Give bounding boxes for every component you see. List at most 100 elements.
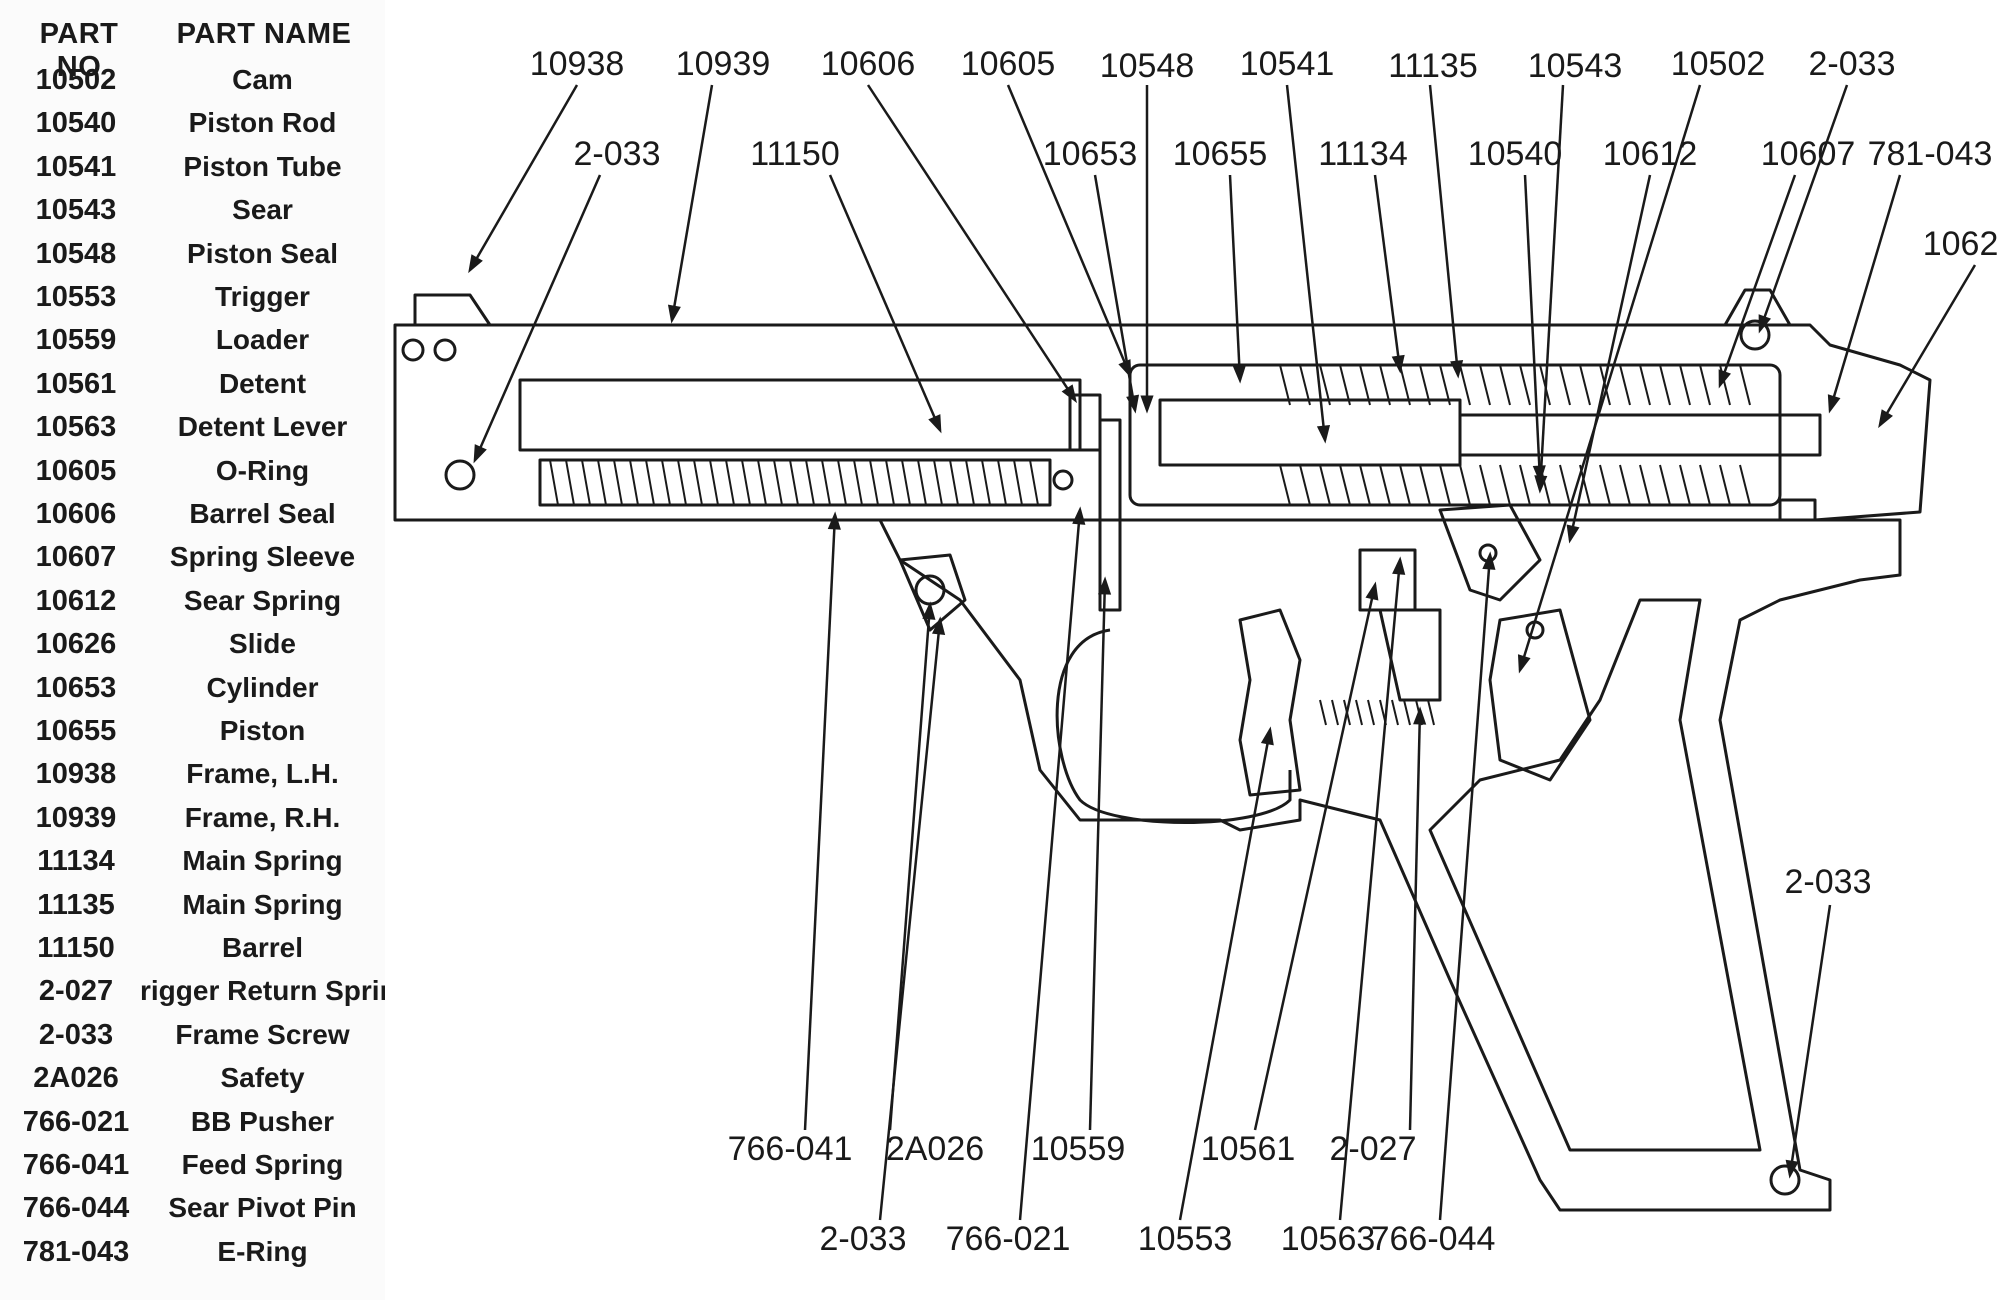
callout-label: 10655 xyxy=(1173,135,1268,173)
part-name: Cam xyxy=(232,64,293,95)
leader-arrowhead xyxy=(1365,581,1379,601)
part-number: 10563 xyxy=(35,411,117,444)
callout-label: 10606 xyxy=(821,45,916,83)
leader-arrowhead xyxy=(1450,359,1464,379)
part-name: Barrel xyxy=(222,932,303,963)
frame-screw-front xyxy=(1739,319,1771,351)
part-number: 10553 xyxy=(35,281,117,313)
rear-sight xyxy=(413,293,492,326)
part-name: O-Ring xyxy=(215,454,310,486)
vent-hole xyxy=(433,338,457,362)
callout-label: 10607 xyxy=(1761,135,1856,173)
part-name: Detent xyxy=(218,367,307,399)
part-name: Frame, R.H. xyxy=(184,801,341,833)
callout-label: 10561 xyxy=(1201,1130,1296,1168)
part-number: 11135 xyxy=(37,888,115,921)
part-row: 10612 Sear Spring xyxy=(0,585,385,628)
part-number: 10605 xyxy=(35,454,117,487)
leader-arrowhead xyxy=(931,616,946,636)
leader-line xyxy=(670,84,714,321)
part-name: Safety xyxy=(220,1062,305,1094)
leader-arrowhead xyxy=(468,254,483,274)
part-name: Slide xyxy=(229,628,296,660)
leader-arrowhead xyxy=(928,414,942,434)
cylinder-shape xyxy=(1128,363,1782,507)
callout-label: 10543 xyxy=(1528,47,1623,85)
part-number: 10612 xyxy=(35,584,117,617)
safety-lever xyxy=(898,553,967,632)
leader-line xyxy=(1758,84,1849,331)
part-number: 2-027 xyxy=(38,975,114,1008)
leader-arrowhead xyxy=(1827,394,1841,414)
leader-line xyxy=(1538,84,1565,491)
part-name: Sear xyxy=(232,194,293,226)
leader-line xyxy=(1373,174,1402,371)
leader-arrowhead xyxy=(1126,394,1140,414)
leader-line xyxy=(1408,709,1422,1131)
part-number: 10540 xyxy=(35,107,117,140)
part-name: E-Ring xyxy=(217,1235,308,1267)
part-name: Sear Pivot Pin xyxy=(168,1192,357,1224)
leader-arrowhead xyxy=(1316,424,1331,444)
frame-screw-rear xyxy=(444,459,476,491)
leader-arrowhead xyxy=(1140,395,1154,414)
leader-line xyxy=(1788,904,1832,1176)
part-number: 11134 xyxy=(37,845,115,878)
leader-line xyxy=(1088,579,1107,1131)
part-number: 10548 xyxy=(35,237,117,270)
callout-label: 766-021 xyxy=(946,1220,1071,1258)
trigger-shape xyxy=(1238,608,1302,797)
part-number: 2-033 xyxy=(38,1018,114,1051)
part-number: 781-043 xyxy=(22,1235,130,1268)
leader-line xyxy=(468,84,579,271)
part-name: Piston Seal xyxy=(187,237,338,269)
leader-line xyxy=(1518,84,1702,671)
part-name: Frame, L.H. xyxy=(186,758,339,790)
leader-arrowhead xyxy=(1072,506,1086,525)
frame-outline xyxy=(878,518,1902,1212)
front-sight xyxy=(1723,288,1792,326)
leader-lines xyxy=(468,84,1977,1221)
part-name: Sear Spring xyxy=(183,584,342,616)
callout-label: 781-043 xyxy=(1868,135,1993,173)
trigger-guard xyxy=(1055,628,1292,824)
slide-outline xyxy=(393,323,1932,522)
callout-label: 2-027 xyxy=(1330,1130,1417,1168)
part-name: Spring Sleeve xyxy=(169,541,356,573)
leader-line xyxy=(1285,84,1327,441)
callout-label: 2-033 xyxy=(574,135,661,173)
piston-rod-shape xyxy=(1458,413,1822,457)
leader-line xyxy=(866,84,1077,401)
leader-arrowhead xyxy=(667,304,681,324)
callout-label: 10559 xyxy=(1031,1130,1126,1168)
feed-spring-shape xyxy=(538,458,1052,507)
grip-inner xyxy=(1428,598,1762,1152)
detent-shape xyxy=(1358,548,1417,612)
part-number: 10543 xyxy=(35,194,117,227)
callout-label: 10553 xyxy=(1138,1220,1233,1258)
leader-arrowhead xyxy=(1517,654,1531,674)
detent-lever-shape xyxy=(1378,608,1442,702)
callout-label: 10939 xyxy=(676,45,771,83)
callout-label: 2-033 xyxy=(1809,45,1896,83)
leader-arrowhead xyxy=(1232,365,1246,384)
leader-arrowhead xyxy=(1061,384,1078,404)
piston-tube-shape xyxy=(1158,398,1462,467)
leader-line xyxy=(1093,174,1137,411)
leader-arrowhead xyxy=(1878,409,1893,429)
callout-label: 10540 xyxy=(1468,135,1563,173)
part-number: 766-021 xyxy=(22,1105,130,1138)
part-row: 781-043 E-Ring xyxy=(0,1236,385,1279)
